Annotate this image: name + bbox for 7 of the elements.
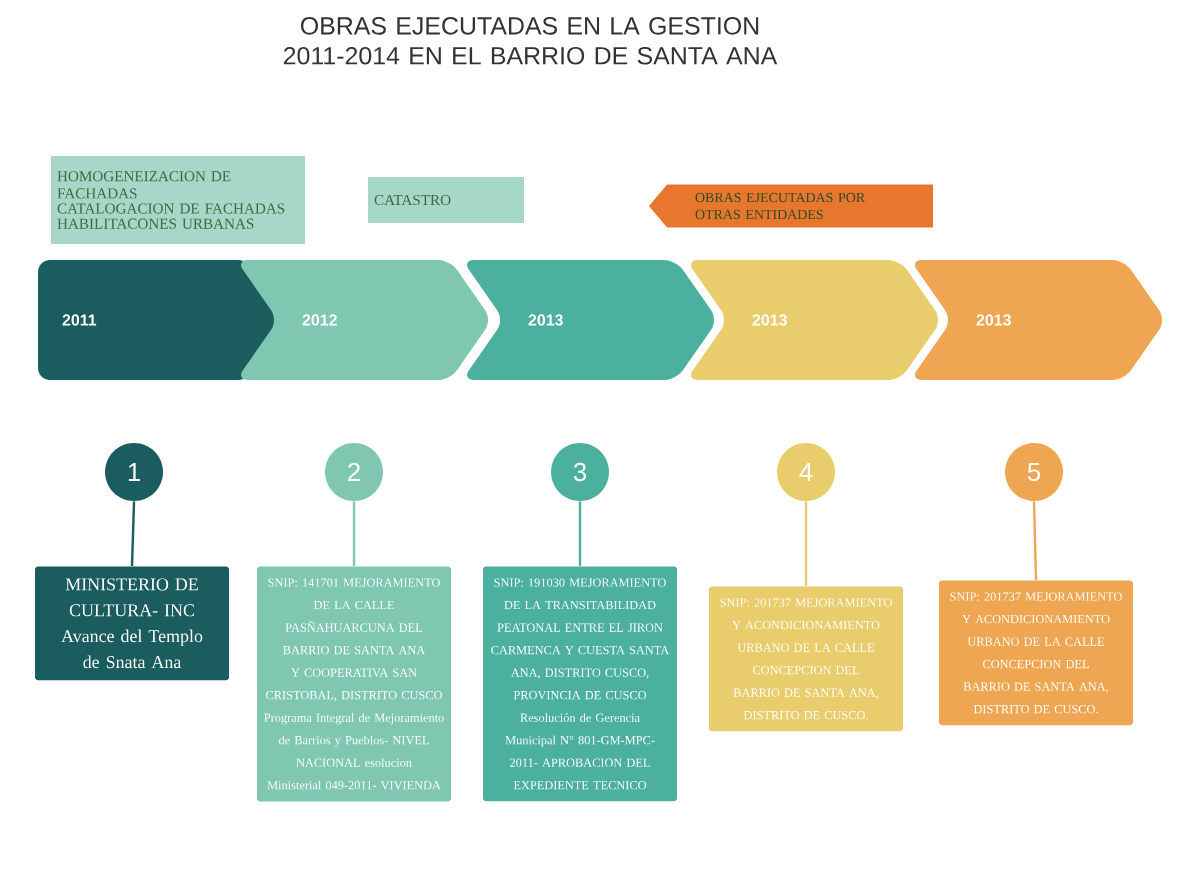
connector-line (130, 501, 136, 567)
title: OBRAS EJECUTADAS EN LA GESTION 2011-2014 EN EL BARRIO DE SANTA ANA (283, 17, 778, 65)
connector-line (1032, 501, 1038, 580)
connector-line (578, 501, 582, 566)
connector-line (352, 501, 356, 566)
project-card: MINISTERIO DE CULTURA- INC Avance del Templo de Snata Ana (35, 566, 229, 681)
connector-line (804, 501, 808, 586)
